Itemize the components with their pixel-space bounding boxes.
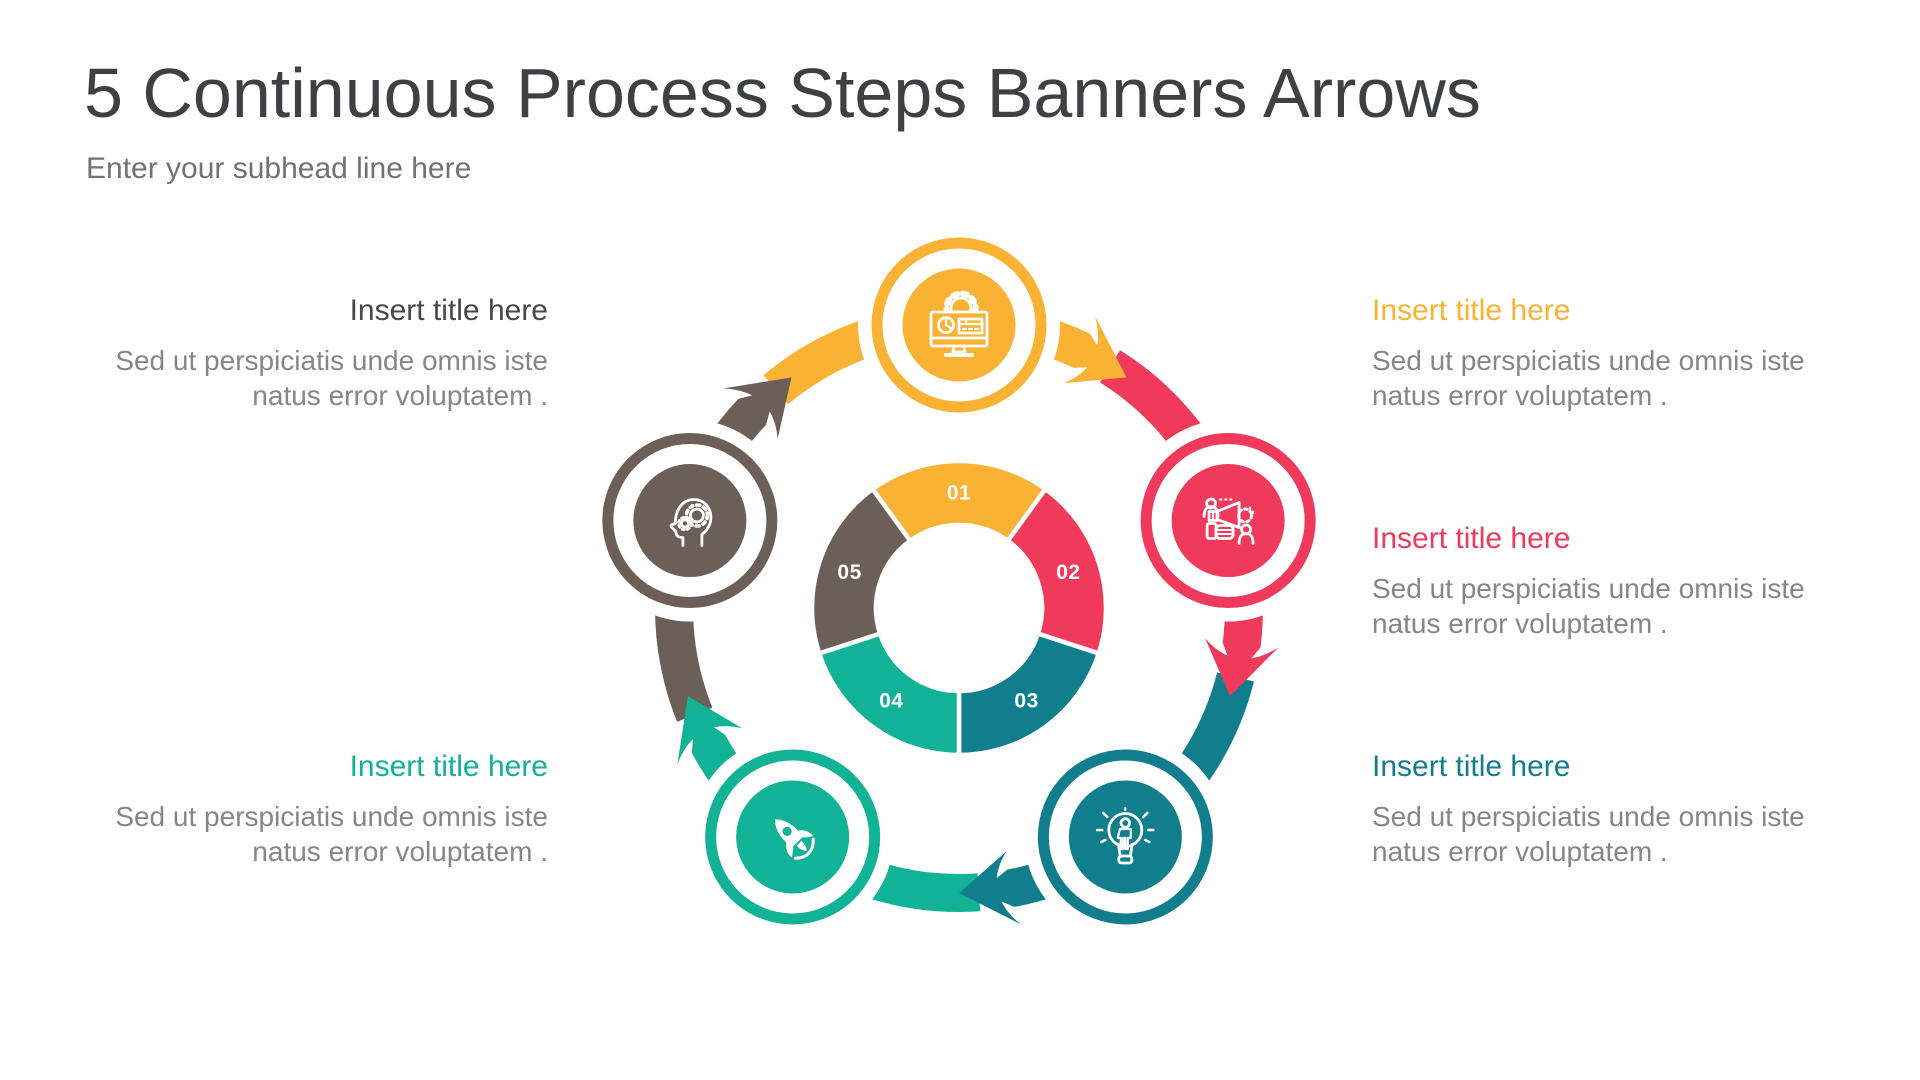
- step-text-block-03: Insert title here Sed ut perspiciatis un…: [1372, 748, 1827, 869]
- donut-segment-02: [1005, 486, 1109, 656]
- banner-arrow-head-03: [959, 851, 1021, 925]
- step-description: Sed ut perspiciatis unde omnis iste natu…: [115, 801, 548, 867]
- step-description: Sed ut perspiciatis unde omnis iste natu…: [1372, 573, 1805, 639]
- step-node-02: [1127, 419, 1330, 622]
- banner-arrow-head-02: [1205, 638, 1279, 697]
- donut-segment-03: [956, 631, 1102, 758]
- step-title: Insert title here: [1372, 294, 1571, 327]
- idea-person-bulb-icon: [1096, 806, 1155, 865]
- step-node-05: [588, 419, 791, 622]
- slide-title: 5 Continuous Process Steps Banners Arrow…: [84, 54, 1481, 132]
- donut-segment-number: 04: [879, 690, 903, 713]
- banner-arrow-head-01: [1063, 316, 1127, 384]
- donut-segment-number: 01: [947, 482, 971, 505]
- donut-segment-04: [816, 631, 962, 758]
- banner-arrow-band-05: [655, 389, 776, 722]
- step-description: Sed ut perspiciatis unde omnis iste natu…: [115, 345, 548, 411]
- megaphone-promotion-icon: [1202, 497, 1255, 545]
- step-description: Sed ut perspiciatis unde omnis iste natu…: [1372, 801, 1805, 867]
- node-core: [1171, 464, 1285, 578]
- step-node-04: [691, 735, 894, 938]
- banner-arrow-head-04: [677, 696, 743, 765]
- step-title: Insert title here: [1372, 522, 1571, 555]
- step-title: Insert title here: [349, 294, 548, 327]
- dashboard-monitor-icon: [929, 290, 989, 357]
- donut-segment-01: [870, 458, 1048, 544]
- rocket-icon: [775, 819, 815, 860]
- slide-subtitle: Enter your subhead line here: [86, 152, 472, 185]
- donut-segment-number: 05: [837, 561, 861, 584]
- donut-segment-number: 03: [1014, 690, 1038, 713]
- banner-arrow-head-05: [723, 377, 792, 439]
- thinking-head-gears-icon: [669, 498, 713, 547]
- step-node-01: [858, 224, 1060, 426]
- step-title: Insert title here: [1372, 750, 1571, 783]
- step-text-block-05: Insert title here Sed ut perspiciatis un…: [93, 292, 548, 413]
- step-text-block-04: Insert title here Sed ut perspiciatis un…: [93, 748, 548, 869]
- donut-segment-05: [809, 486, 913, 656]
- step-text-block-01: Insert title here Sed ut perspiciatis un…: [1372, 292, 1827, 413]
- step-node-03: [1024, 735, 1227, 938]
- donut-segment-number: 02: [1056, 561, 1080, 584]
- step-text-block-02: Insert title here Sed ut perspiciatis un…: [1372, 520, 1827, 641]
- step-description: Sed ut perspiciatis unde omnis iste natu…: [1372, 345, 1805, 411]
- step-title: Insert title here: [349, 750, 548, 783]
